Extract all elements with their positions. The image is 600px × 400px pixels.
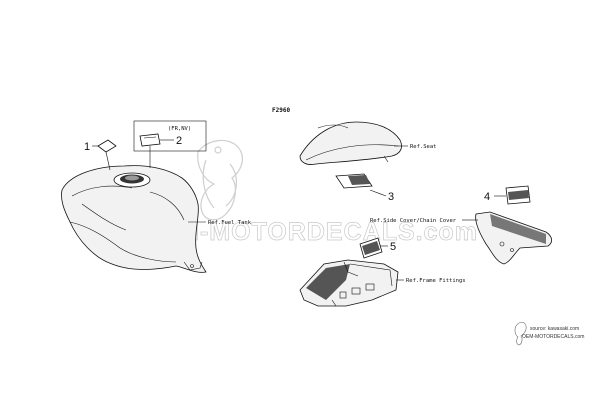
region-box [133, 120, 207, 152]
callout-2: 2 [176, 135, 182, 147]
side-cover [475, 211, 552, 265]
ref-frame-fittings: Ref.Frame Fittings [406, 278, 466, 284]
ref-seat: Ref.Seat [410, 144, 437, 150]
bird-logo-small [514, 321, 527, 346]
ref-side-cover: Ref.Side Cover/Chain Cover [370, 218, 457, 224]
fuel-tank [61, 165, 207, 273]
callout-5: 5 [390, 241, 396, 253]
source-line-2: OEM-MOTORDECALS.com [522, 334, 584, 340]
frame-fittings [299, 259, 399, 307]
decal-1 [97, 139, 117, 153]
callout-4: 4 [484, 191, 490, 203]
figure-code: F2960 [272, 107, 290, 114]
ref-fuel-tank: Ref.Fuel Tank [208, 220, 252, 226]
region-note: (FR,NV) [168, 126, 191, 132]
decal-2 [139, 133, 161, 147]
bird-logo-watermark [197, 139, 244, 221]
source-credit: source: kawasaki.com OEM-MOTORDECALS.com [514, 321, 584, 346]
fuel-tank-bracket [183, 261, 203, 271]
fuel-tank-body [61, 165, 207, 273]
seat-body [299, 121, 402, 165]
source-line-1: source: kawasaki.com [530, 326, 579, 332]
fuel-cap [113, 172, 151, 188]
callout-3: 3 [388, 191, 394, 203]
seat [299, 121, 402, 165]
callout-1: 1 [84, 141, 90, 153]
